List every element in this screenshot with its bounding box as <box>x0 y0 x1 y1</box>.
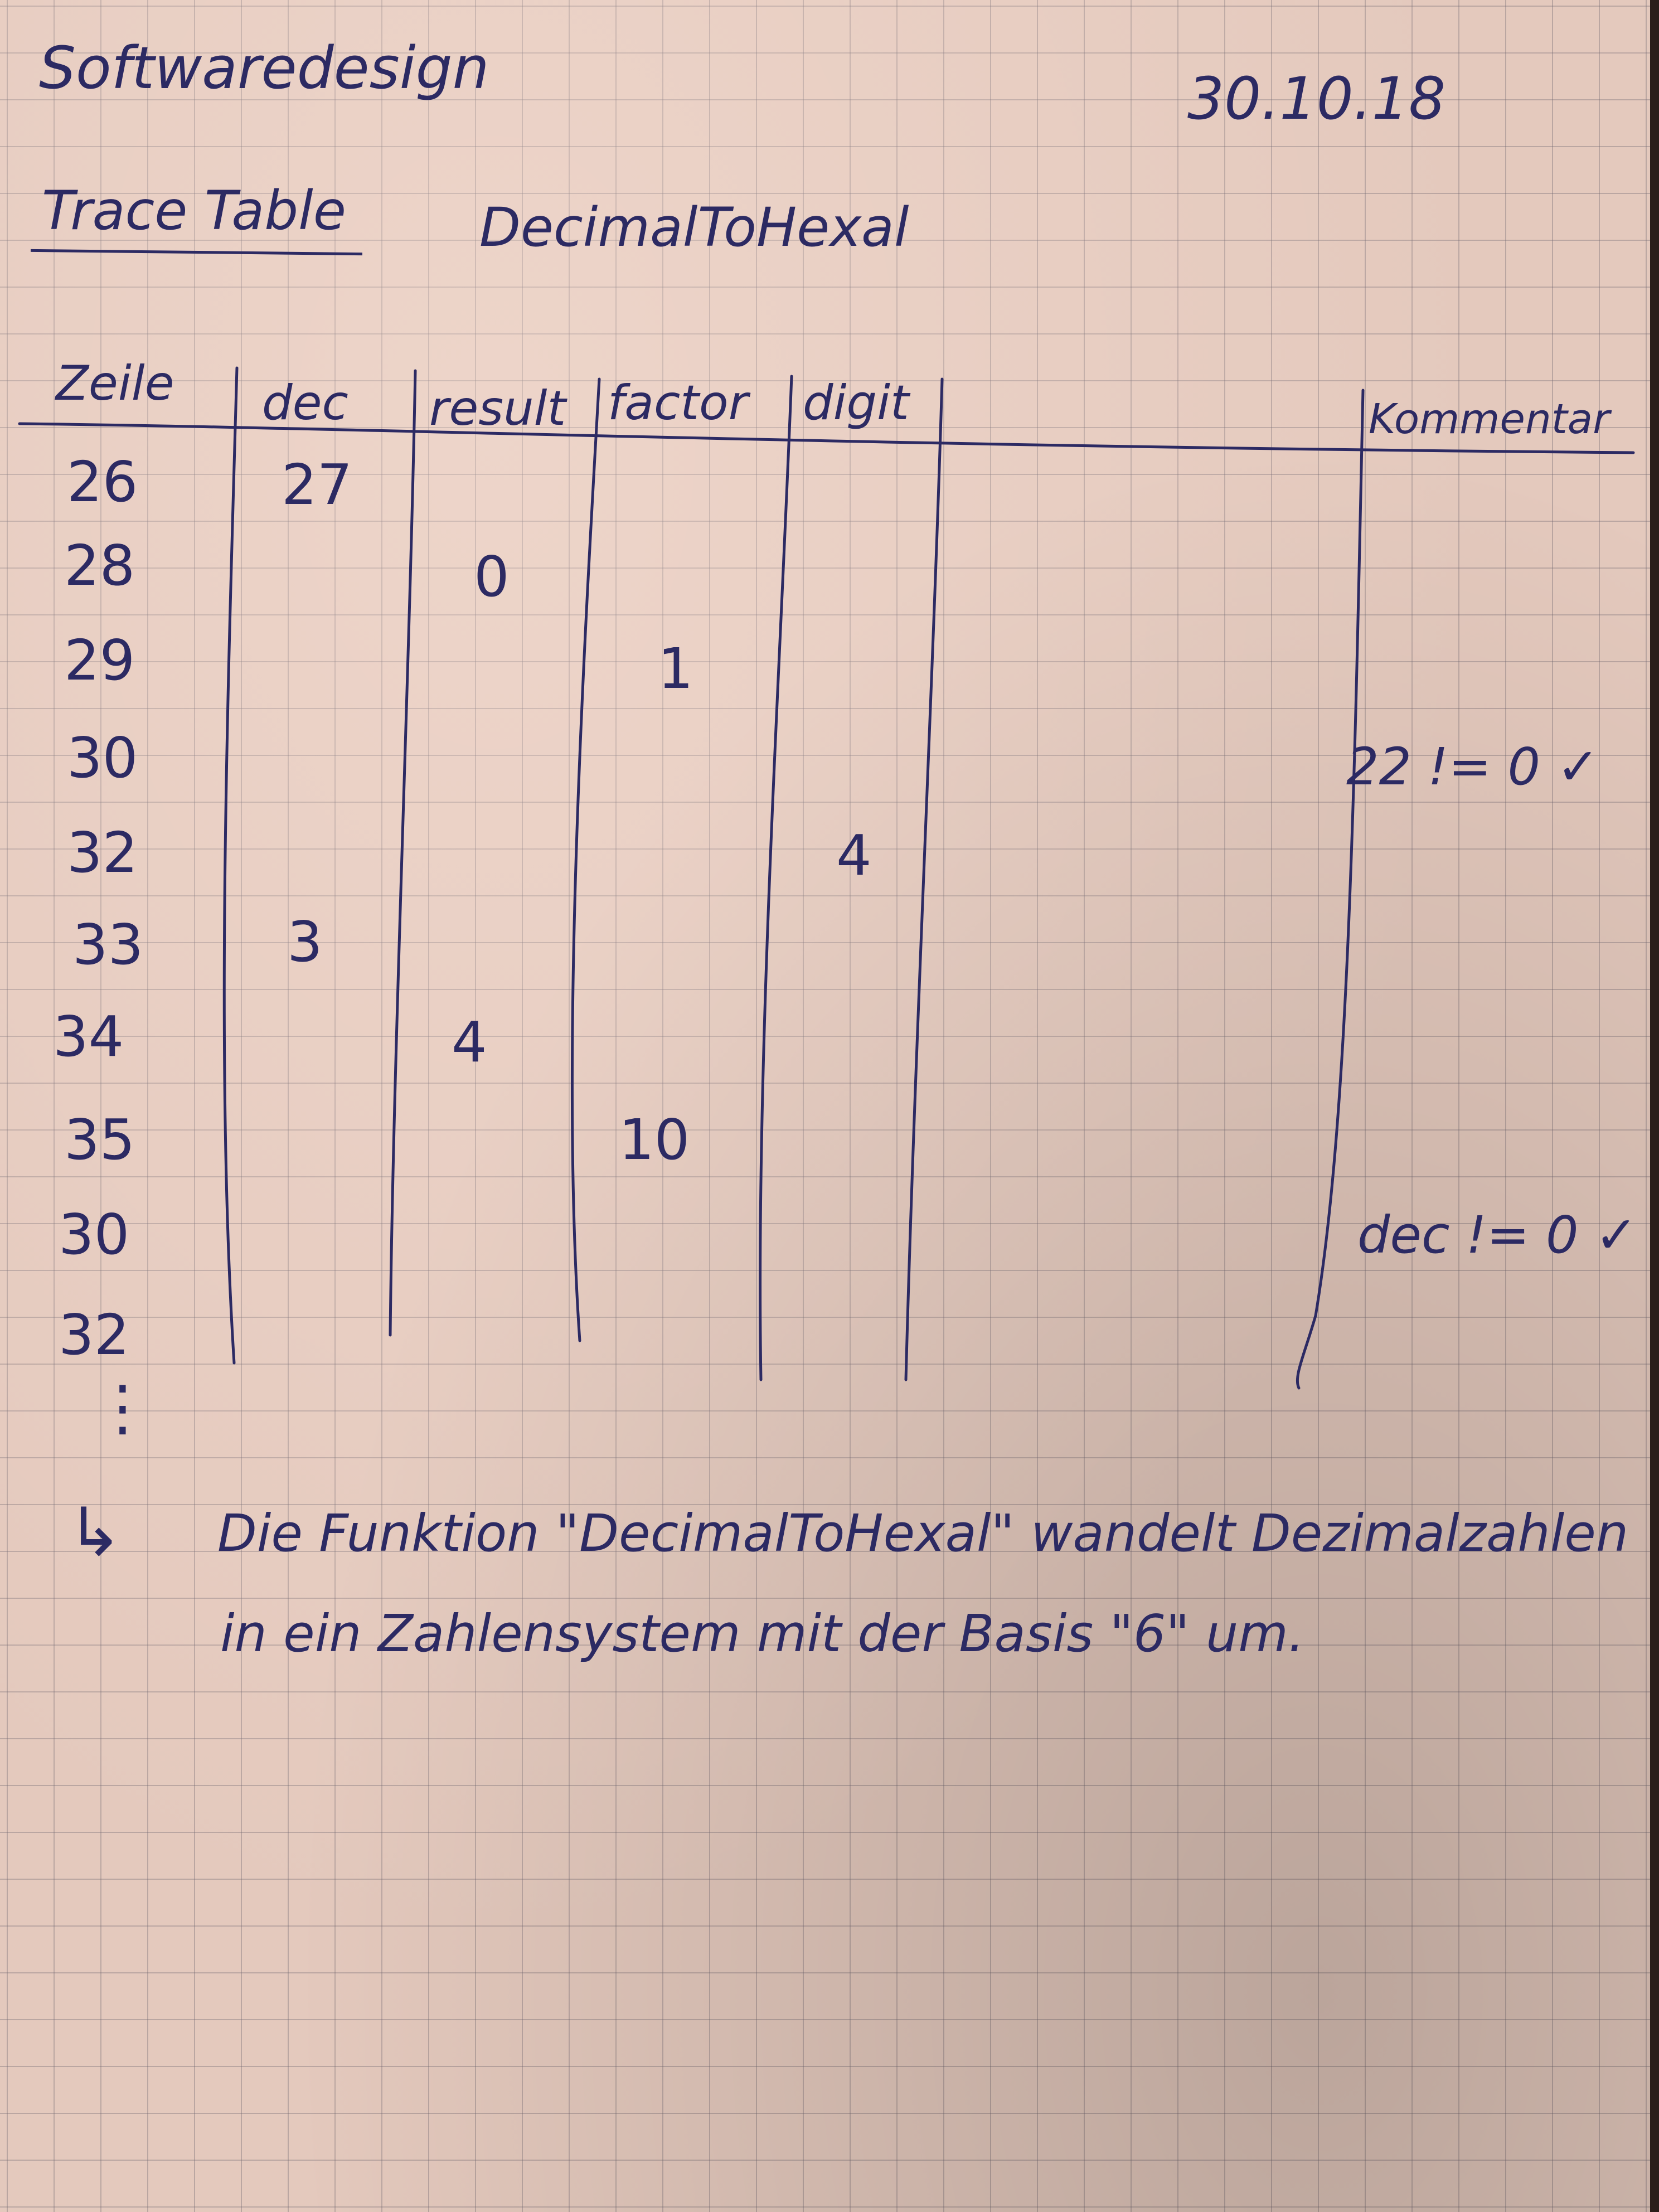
page-title: Softwaredesign <box>39 34 489 102</box>
cell-zeile: 32 <box>67 820 138 885</box>
cell-zeile: 33 <box>72 912 144 977</box>
cell-zeile: 32 <box>59 1302 130 1367</box>
cell-factor: 10 <box>619 1107 690 1172</box>
cell-zeile: 28 <box>64 533 135 598</box>
note-line-1: Die Funktion "DecimalToHexal" wandelt De… <box>217 1503 1629 1563</box>
cell-zeile: 30 <box>67 725 138 790</box>
cell-kommentar: 22 != 0 ✓ <box>1346 737 1600 797</box>
cell-digit: 4 <box>836 823 872 888</box>
column-rule-dec <box>222 366 239 1365</box>
cell-result: 0 <box>474 544 510 609</box>
column-header-kommentar: Kommentar <box>1369 395 1610 443</box>
cell-zeile: 29 <box>64 628 135 693</box>
table-header-rule <box>18 422 1635 454</box>
cell-zeile: 35 <box>64 1107 135 1172</box>
column-rule-result <box>389 369 417 1337</box>
cell-zeile: 26 <box>67 449 138 515</box>
date-label: 30.10.18 <box>1187 65 1446 133</box>
column-rule-kommentar <box>1296 389 1365 1390</box>
column-rule-digit <box>759 375 793 1381</box>
cell-result: 4 <box>452 1010 487 1075</box>
column-rule-factor <box>570 377 601 1342</box>
cell-dec: 27 <box>282 452 353 517</box>
function-name: DecimalToHexal <box>479 196 909 259</box>
cell-zeile: 30 <box>59 1202 130 1267</box>
cell-zeile: 34 <box>53 1004 124 1069</box>
cell-kommentar: dec != 0 ✓ <box>1357 1205 1638 1265</box>
column-header-factor: factor <box>608 375 748 431</box>
column-header-result: result <box>429 381 566 436</box>
column-rule-spare <box>904 377 944 1381</box>
continuation-dots: ⋮ <box>92 1372 153 1443</box>
cell-dec: 3 <box>287 909 323 974</box>
note-arrow: ↳ <box>67 1494 123 1571</box>
note-line-2: in ein Zahlensystem mit der Basis "6" um… <box>220 1604 1305 1663</box>
column-header-zeile: Zeile <box>56 356 174 411</box>
column-header-dec: dec <box>262 375 348 431</box>
column-header-digit: digit <box>803 375 909 431</box>
cell-factor: 1 <box>658 636 693 701</box>
section-heading: Trace Table <box>42 180 346 242</box>
